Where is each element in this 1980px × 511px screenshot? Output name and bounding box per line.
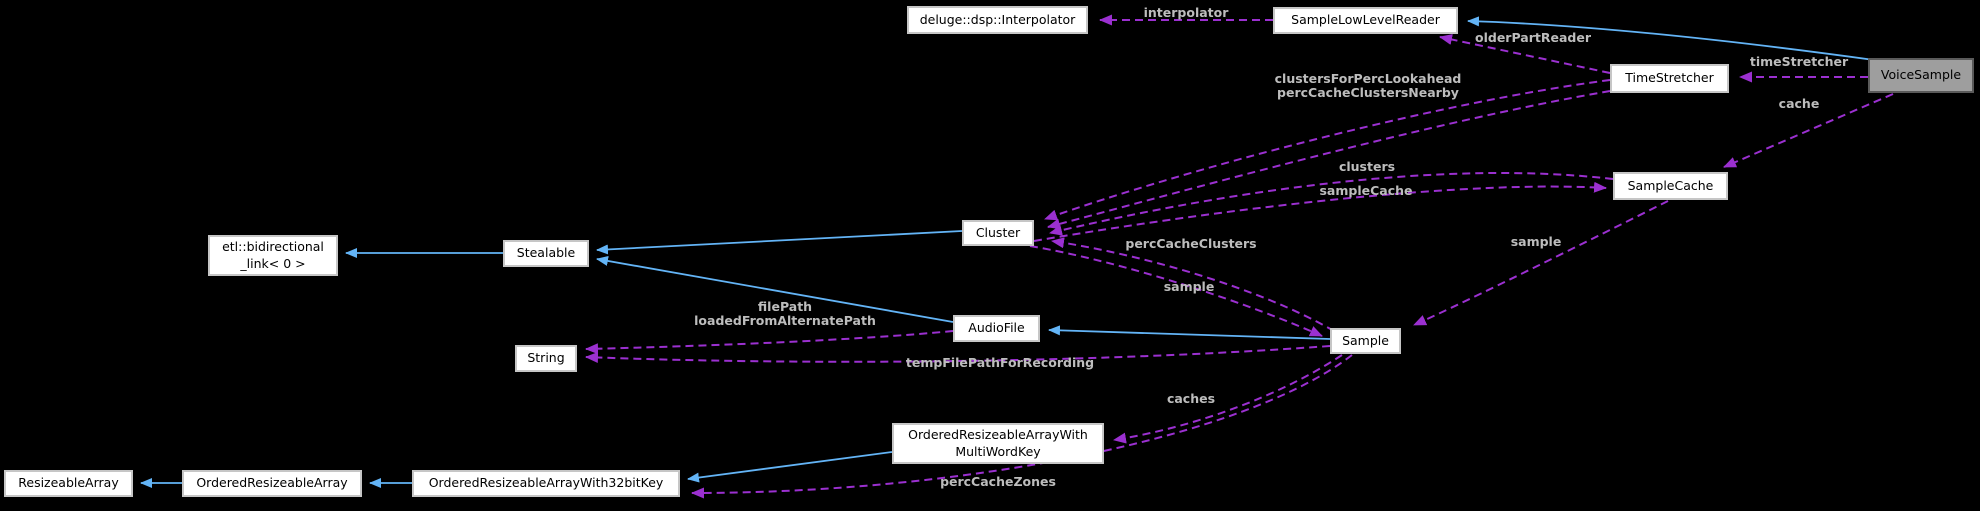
node-label: Cluster [975,224,1021,240]
node-string[interactable]: String [515,345,577,372]
edge-label-cache: cache [1778,96,1820,111]
node-ordered-resizeable-array[interactable]: OrderedResizeableArray [182,470,362,497]
node-label-line2: _link< 0 > [240,255,306,271]
node-label: OrderedResizeableArrayWith32bitKey [428,475,664,491]
node-etl-bidirectional-link[interactable]: etl::bidirectional_link< 0 > [208,235,338,276]
edge-perccacheclustersnearby [1047,90,1611,230]
node-label: Stealable [516,245,576,261]
edge-cluster-sample [1029,245,1323,337]
edge-label-sample-cache: sample [1510,234,1562,249]
edge-label-tempfilepathforrecording: tempFilePathForRecording [905,355,1095,370]
node-label: VoiceSample [1880,67,1962,83]
node-label: TimeStretcher [1625,70,1714,86]
edge-clusters [1049,172,1614,236]
edge-label-perccacheclusters: percCacheClusters [1125,236,1257,251]
node-sample[interactable]: Sample [1330,328,1401,354]
node-label: String [527,350,565,366]
node-label: deluge::dsp::Interpolator [919,11,1076,27]
node-sample-low-level-reader[interactable]: SampleLowLevelReader [1273,7,1458,34]
node-label: OrderedResizeableArrayWith [908,427,1088,443]
node-audio-file[interactable]: AudioFile [953,315,1040,342]
node-label: ResizeableArray [18,475,119,491]
edge-tempfilepathforrecording [585,345,1331,363]
edge-sample-to-audiofile [1048,325,1331,340]
edge-label-clusters: clusters [1338,159,1396,174]
node-label-line2: MultiWordKey [955,443,1041,459]
edge-label-interpolator: interpolator [1143,5,1229,20]
node-stealable[interactable]: Stealable [503,240,589,267]
edge-clustersforperclookahead [1044,79,1611,221]
edge-samplecache [1033,181,1607,242]
edge-label-caches: caches [1166,391,1216,406]
edge-label-perccachezones: percCacheZones [940,474,1056,489]
edge-label-samplecache: sampleCache [1319,183,1413,198]
edge-olderpartreader [1439,34,1611,74]
edge-label-sample-cluster: sample [1163,279,1215,294]
node-label: AudioFile [968,320,1025,336]
edge-samplecache-sample [1413,200,1669,326]
node-label: SampleLowLevelReader [1291,12,1440,28]
node-ordered-resizeable-array-with-32bit-key[interactable]: OrderedResizeableArrayWith32bitKey [412,470,680,497]
node-label: Sample [1342,332,1389,348]
node-voice-sample[interactable]: VoiceSample [1868,58,1974,93]
node-label: SampleCache [1627,177,1714,193]
edge-caches [1113,354,1343,444]
edge-perccacheclusters [1051,237,1335,332]
node-cluster[interactable]: Cluster [962,220,1034,246]
edge-cluster-to-stealable [596,230,963,255]
node-label: OrderedResizeableArray [196,475,348,491]
node-deluge-dsp-interpolator[interactable]: deluge::dsp::Interpolator [907,6,1088,34]
edge-voicesample-to-samplelowlevelreader [1467,16,1875,61]
edge-label-timestretcher: timeStretcher [1749,54,1849,69]
node-sample-cache[interactable]: SampleCache [1613,172,1728,200]
edge-filepath [585,330,954,355]
edge-cache [1723,93,1894,168]
edge-multiwordkey-to-32bitkey [687,451,893,483]
edge-label-olderpartreader: olderPartReader [1475,30,1591,45]
node-time-stretcher[interactable]: TimeStretcher [1610,64,1729,93]
node-resizeable-array[interactable]: ResizeableArray [4,470,133,497]
edge-audiofile-to-stealable [596,255,954,323]
node-label: etl::bidirectional [222,239,324,255]
